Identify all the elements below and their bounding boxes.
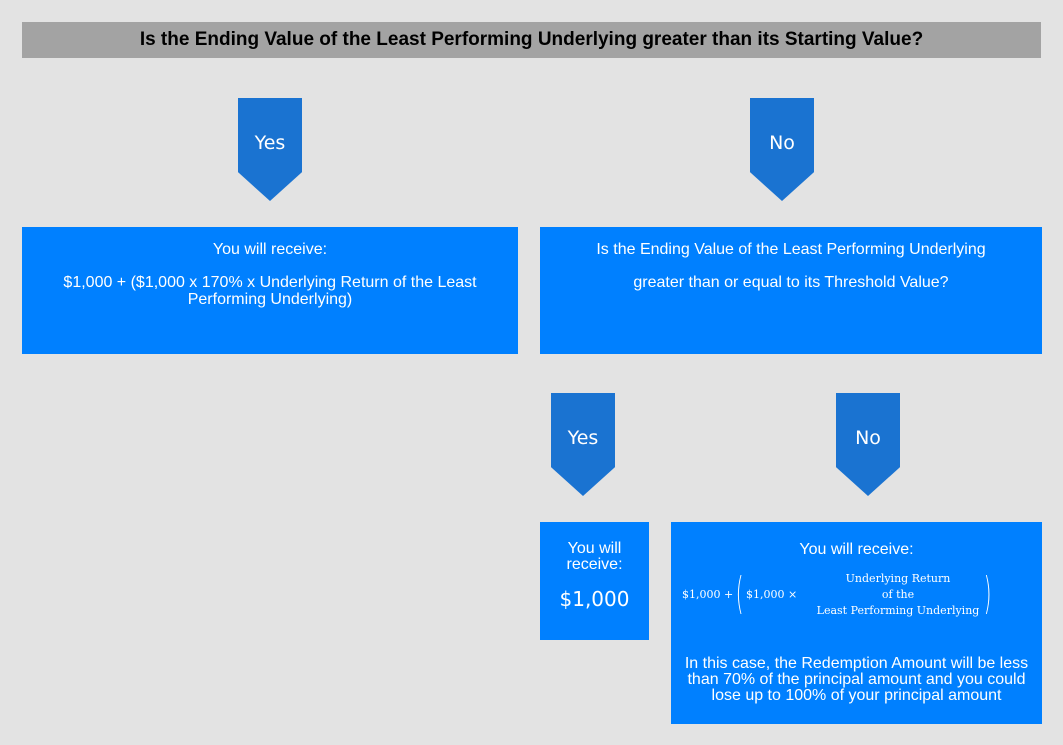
close-paren: ) [983, 568, 992, 619]
threshold-question-line1: Is the Ending Value of the Least Perform… [596, 241, 986, 258]
open-paren: ( [735, 568, 744, 619]
arrow-label: Yes [567, 427, 599, 449]
question-header: Is the Ending Value of the Least Perform… [22, 22, 1041, 58]
threshold-question-line2: greater than or equal to its Threshold V… [633, 274, 949, 291]
outcome-box-threshold-yes: You will receive: $1,000 [540, 522, 649, 640]
outcome-box-yes: You will receive: $1,000 + ($1,000 x 170… [22, 227, 518, 354]
arrow-yes-top: Yes [238, 98, 302, 201]
formula-term-line1: Underlying Return [845, 572, 951, 585]
outcome-title: You will receive: [566, 540, 623, 573]
formula-term-line3: Least Performing Underlying [816, 604, 980, 617]
arrow-label: No [855, 427, 881, 449]
formula-prefix: $1,000 + [682, 588, 734, 601]
outcome-amount: $1,000 [559, 587, 630, 611]
arrow-label: No [769, 132, 795, 154]
outcome-title: You will receive: [799, 541, 914, 558]
outcome-note: In this case, the Redemption Amount will… [684, 655, 1029, 704]
outcome-title: You will receive: [212, 241, 328, 258]
arrow-yes-bottom: Yes [551, 393, 615, 496]
arrow-no-top: No [750, 98, 814, 201]
outcome-formula: $1,000 + ( $1,000 × Underlying Return of… [671, 568, 1042, 628]
formula-term-line2: of the [881, 588, 915, 601]
question-text: Is the Ending Value of the Least Perform… [139, 29, 924, 50]
outcome-formula: $1,000 + ($1,000 x 170% x Underlying Ret… [63, 274, 477, 308]
outcome-box-threshold-no: You will receive: $1,000 + ( $1,000 × Un… [671, 522, 1042, 724]
formula-inner: $1,000 × [746, 588, 798, 601]
arrow-label: Yes [254, 132, 286, 154]
arrow-no-bottom: No [836, 393, 900, 496]
threshold-question-box: Is the Ending Value of the Least Perform… [540, 227, 1042, 354]
